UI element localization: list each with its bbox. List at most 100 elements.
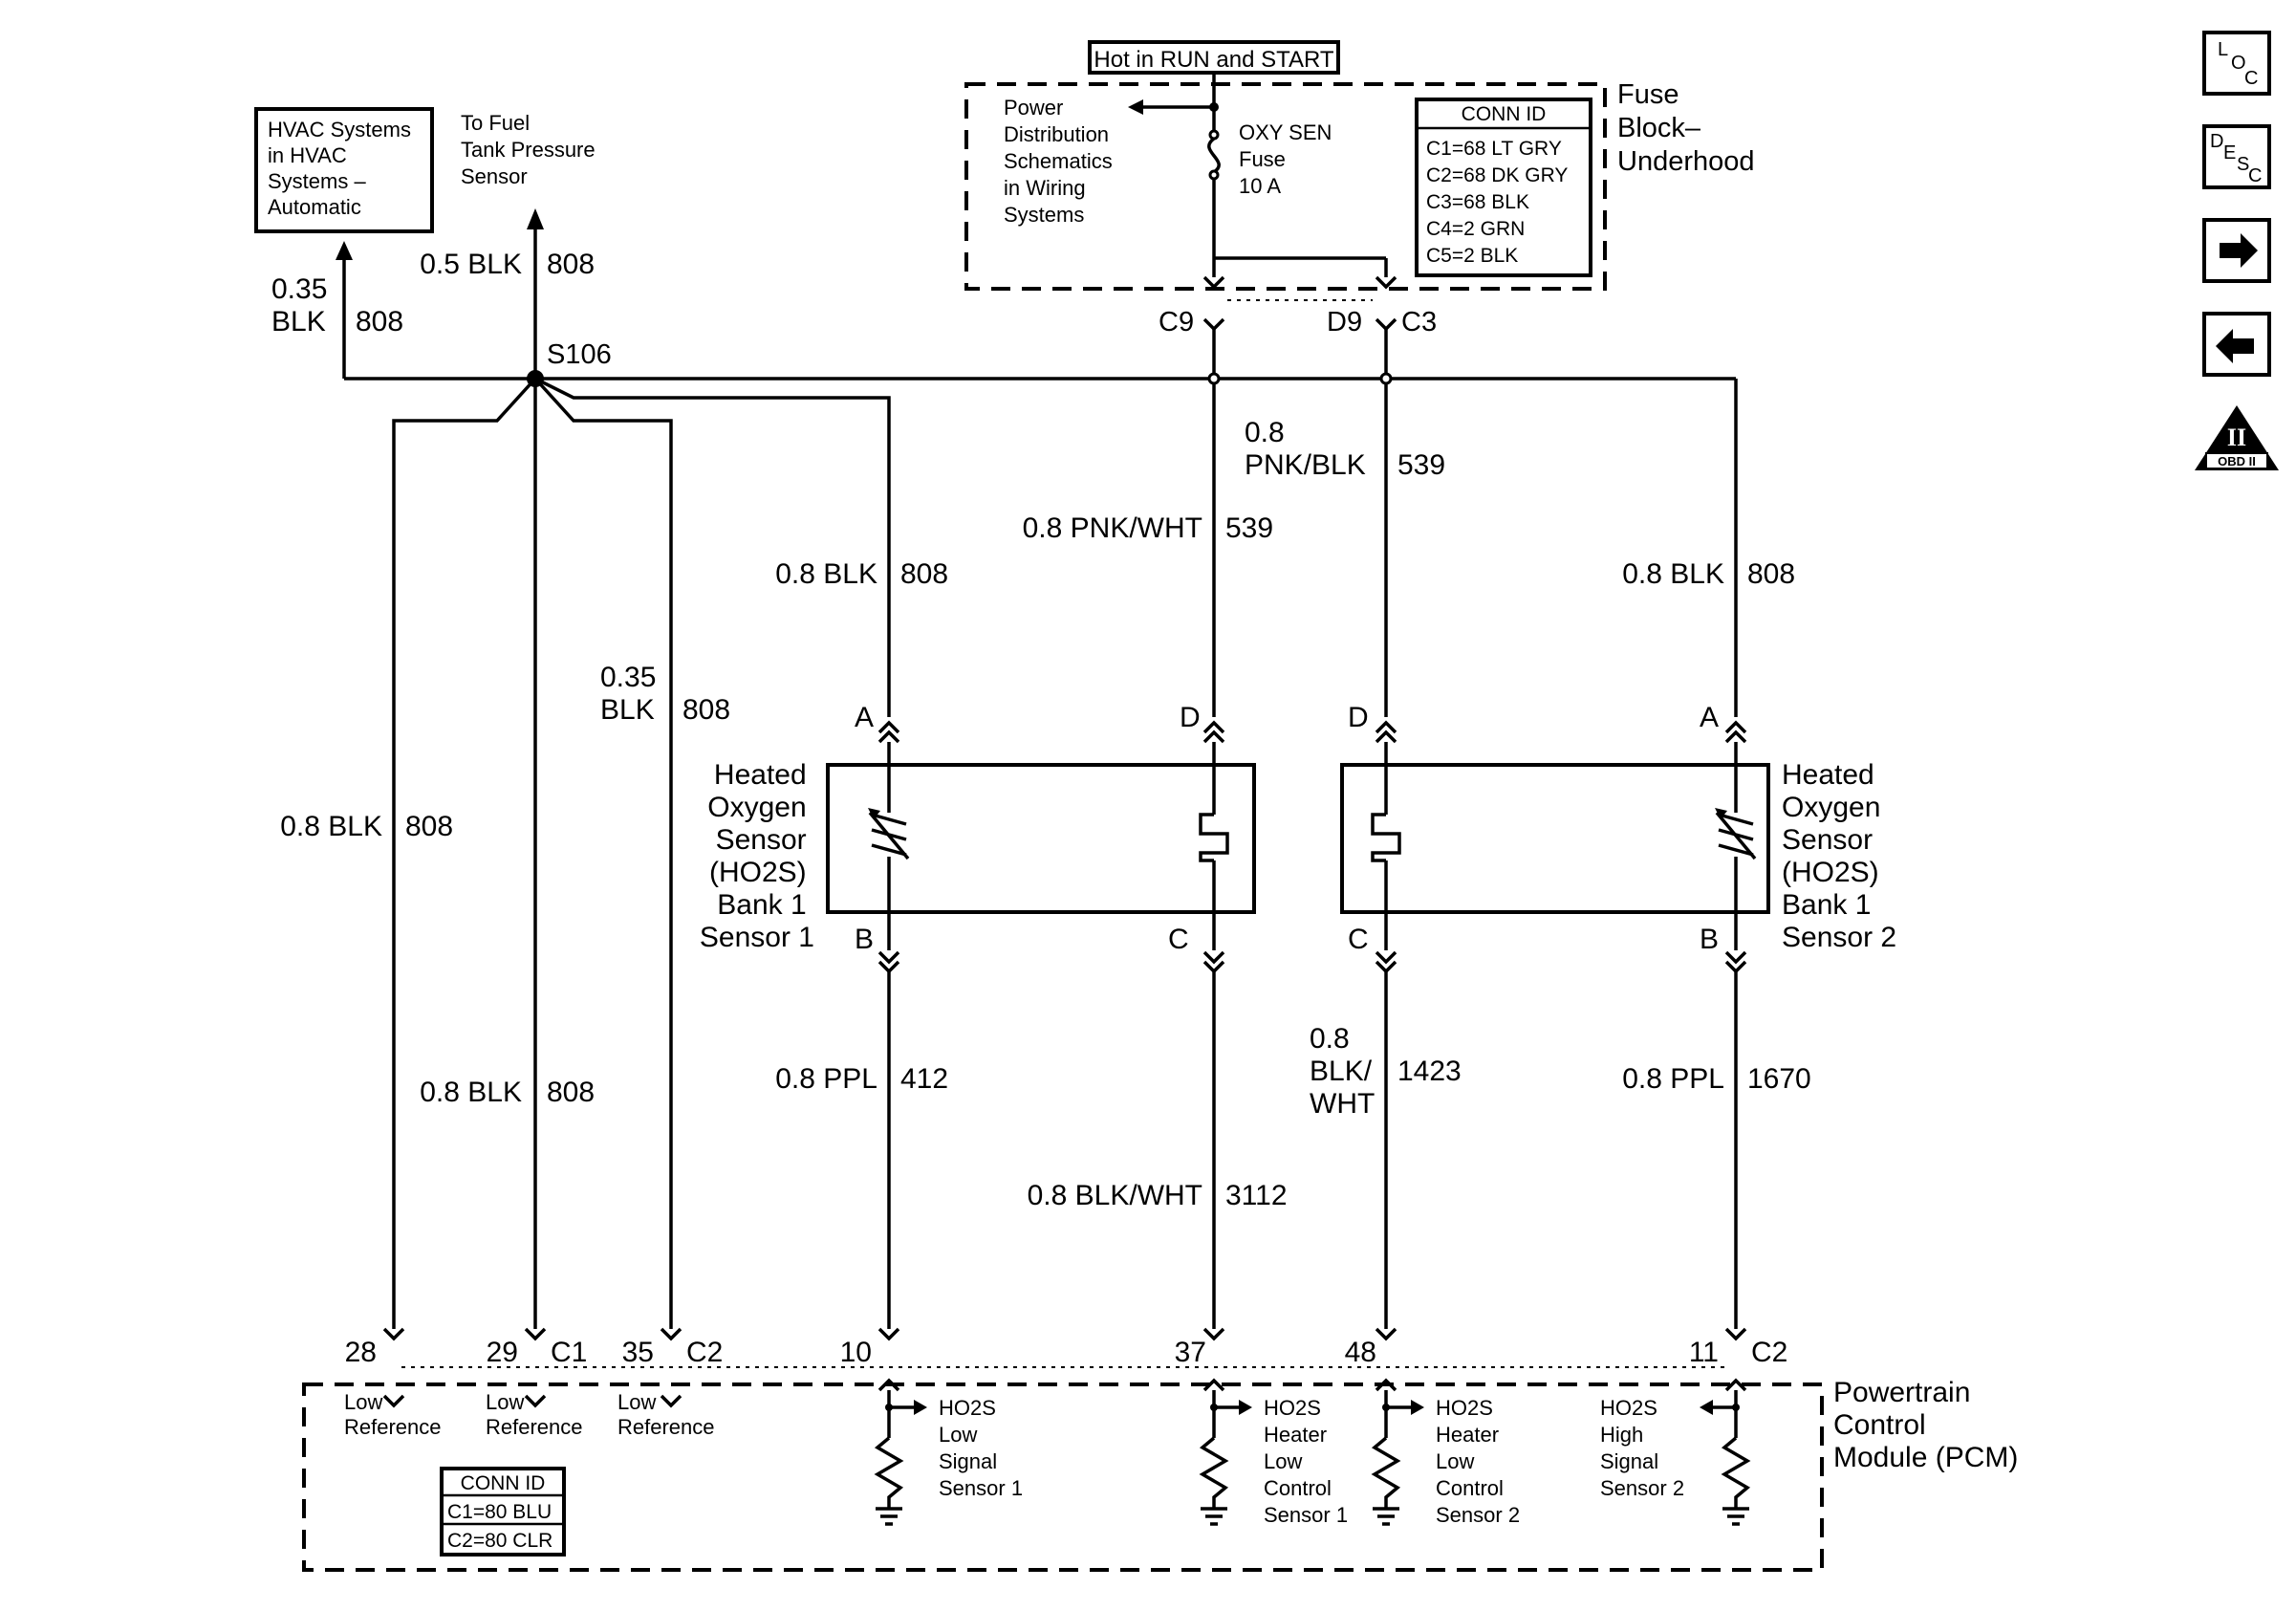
- wire-labels: 0.35 BLK 808 0.5 BLK 808 0.8 BLK 808 0.8…: [271, 249, 1811, 1211]
- svg-text:539: 539: [1225, 512, 1273, 544]
- desc-button[interactable]: D E S C: [2202, 124, 2271, 189]
- pcm-circuit-11: HO2S High Signal Sensor 2: [1600, 1390, 1751, 1526]
- low-reference-29: Low Reference: [486, 1390, 583, 1439]
- svg-text:HO2S Low Signa: HO2S Low Signal Sensor 1: [939, 1396, 1023, 1500]
- splice-s106-label: S106: [547, 339, 612, 370]
- hot-in-run-start-label: Hot in RUN and START: [1088, 40, 1340, 75]
- power-distribution-text: Power Distribution Schematics in Wiring …: [1004, 96, 1118, 227]
- svg-text:0.8 BLK: 0.8 BLK: [775, 558, 877, 590]
- pcm-pin-48: 48: [1345, 1337, 1376, 1368]
- svg-text:C2=80 CLR: C2=80 CLR: [447, 1530, 552, 1552]
- fuel-tank-sensor-text: To Fuel Tank Pressure Sensor: [461, 111, 601, 188]
- svg-text:0.5 BLK: 0.5 BLK: [420, 249, 522, 280]
- svg-text:PNK/BLK: PNK/BLK: [1245, 449, 1366, 481]
- svg-text:HO2S High Sign: HO2S High Signal Sensor 2: [1600, 1396, 1684, 1500]
- hvac-systems-box: HVAC Systems in HVAC Systems – Automatic: [254, 107, 434, 233]
- svg-text:CONN ID: CONN ID: [1462, 103, 1547, 125]
- sensor-connectors-top: [877, 720, 1747, 765]
- svg-text:HVAC Systems in HVAC: HVAC Systems in HVAC Systems – Automatic: [268, 118, 417, 219]
- sensor1-pin-a: A: [855, 702, 874, 733]
- svg-text:0.8: 0.8: [1310, 1023, 1350, 1055]
- svg-text:0.8 BLK: 0.8 BLK: [280, 811, 382, 842]
- svg-text:539: 539: [1397, 449, 1445, 481]
- svg-text:0.8 PNK/WHT: 0.8 PNK/WHT: [1023, 512, 1202, 544]
- pcm-circuit-48: HO2S Heater Low Control Sensor 2: [1371, 1390, 1520, 1527]
- pcm-pin-35: 35: [622, 1337, 654, 1368]
- sensor1-pin-c: C: [1168, 924, 1189, 955]
- svg-text:0.8 BLK: 0.8 BLK: [1622, 558, 1724, 590]
- obd-ii-button[interactable]: II OBD II: [2195, 405, 2279, 470]
- sensor2-pin-c: C: [1348, 924, 1369, 955]
- svg-text:1423: 1423: [1397, 1056, 1462, 1087]
- svg-text:808: 808: [547, 1077, 595, 1108]
- previous-page-button[interactable]: [2202, 312, 2271, 377]
- pcm-circuit-10: HO2S Low Signal Sensor 1: [874, 1390, 1023, 1526]
- svg-text:WHT: WHT: [1310, 1088, 1375, 1120]
- powertrain-control-module: Powertrain Control Module (PCM) Low Refe…: [302, 1377, 2018, 1572]
- svg-text:0.35: 0.35: [600, 662, 656, 693]
- svg-text:0.8 PPL: 0.8 PPL: [775, 1063, 877, 1095]
- hot-label-text: Hot in RUN and START: [1094, 47, 1334, 73]
- ho2s-bank1-sensor2: Heated Oxygen Sensor (HO2S) Bank 1 Senso…: [1340, 702, 1896, 955]
- fuse-block-underhood: Fuse Block– Underhood Power Distribution…: [964, 79, 1755, 291]
- fuse-block-connector: C9 D9 C3: [1159, 275, 1437, 337]
- svg-text:D: D: [2210, 131, 2223, 152]
- svg-text:S: S: [2237, 154, 2249, 175]
- ground-wiring-808: [342, 228, 1738, 1329]
- svg-text:0.8 PPL: 0.8 PPL: [1622, 1063, 1724, 1095]
- svg-text:0.8: 0.8: [1245, 417, 1285, 448]
- svg-text:412: 412: [900, 1063, 948, 1095]
- sensor1-name: Heated Oxygen Sensor (HO2S) Bank 1 Senso…: [700, 759, 814, 953]
- svg-text:3112: 3112: [1225, 1180, 1288, 1211]
- pcm-pin-29: 29: [487, 1337, 518, 1368]
- sensor1-pin-b: B: [855, 924, 874, 955]
- next-page-button[interactable]: [2202, 218, 2271, 283]
- svg-text:808: 808: [682, 694, 730, 726]
- svg-text:C9: C9: [1159, 307, 1194, 337]
- svg-text:D9: D9: [1327, 307, 1362, 337]
- fuse-block-conn-id: CONN ID C1=68 LT GRY C2=68 DK GRY C3=68 …: [1415, 98, 1592, 277]
- sensor2-pin-d: D: [1348, 702, 1369, 733]
- oxy-sen-fuse-label: OXY SEN Fuse 10 A: [1239, 120, 1338, 198]
- pcm-conn-id: CONN ID C1=80 BLU C2=80 CLR: [440, 1467, 566, 1557]
- low-reference-28: Low Reference: [344, 1390, 442, 1439]
- ho2s-bank1-sensor1: Heated Oxygen Sensor (HO2S) Bank 1 Senso…: [700, 702, 1256, 955]
- svg-text:C: C: [2244, 68, 2258, 89]
- svg-text:E: E: [2223, 142, 2236, 163]
- low-reference-35: Low Reference: [617, 1390, 715, 1439]
- svg-text:C1: C1: [551, 1337, 587, 1368]
- svg-text:0.8 BLK/WHT: 0.8 BLK/WHT: [1028, 1180, 1202, 1211]
- svg-text:C1=80 BLU: C1=80 BLU: [447, 1501, 552, 1523]
- sensor2-name: Heated Oxygen Sensor (HO2S) Bank 1 Senso…: [1782, 759, 1896, 953]
- svg-text:C1=68 LT GRY C2=68 DK: C1=68 LT GRY C2=68 DK GRY C3=68 BLK C4=2…: [1426, 138, 1573, 267]
- svg-text:C2: C2: [1751, 1337, 1787, 1368]
- arrow-left-icon: [2216, 329, 2254, 363]
- sensor-connectors-bottom: [877, 912, 1747, 1329]
- svg-text:OBD II: OBD II: [2218, 454, 2256, 468]
- svg-text:808: 808: [547, 249, 595, 280]
- svg-text:BLK/: BLK/: [1310, 1056, 1373, 1087]
- pcm-connector: 28 29 35 10 37 48 11 C1 C2 C2: [345, 1327, 1787, 1408]
- svg-text:808: 808: [1747, 558, 1795, 590]
- pcm-pin-11: 11: [1689, 1337, 1719, 1368]
- pcm-title: Powertrain Control Module (PCM): [1833, 1377, 2018, 1473]
- svg-text:HO2S Heater Lo: HO2S Heater Low Control Sensor 2: [1436, 1396, 1520, 1527]
- arrow-right-icon: [2220, 233, 2258, 268]
- svg-text:HO2S Heater Lo: HO2S Heater Low Control Sensor 1: [1264, 1396, 1348, 1527]
- pcm-pin-37: 37: [1175, 1337, 1206, 1368]
- svg-text:0.8 BLK: 0.8 BLK: [420, 1077, 522, 1108]
- svg-text:L: L: [2218, 39, 2228, 60]
- svg-text:808: 808: [405, 811, 453, 842]
- svg-text:C2: C2: [686, 1337, 723, 1368]
- svg-text:C: C: [2248, 165, 2262, 186]
- sensor2-pin-a: A: [1700, 702, 1719, 733]
- svg-text:0.35: 0.35: [271, 273, 327, 305]
- loc-button[interactable]: L O C: [2202, 31, 2271, 96]
- sensor2-pin-b: B: [1700, 924, 1719, 955]
- svg-text:BLK: BLK: [600, 694, 655, 726]
- svg-text:O: O: [2231, 53, 2246, 74]
- svg-text:BLK: BLK: [271, 306, 326, 337]
- svg-text:CONN ID: CONN ID: [461, 1472, 546, 1494]
- sensor1-pin-d: D: [1180, 702, 1201, 733]
